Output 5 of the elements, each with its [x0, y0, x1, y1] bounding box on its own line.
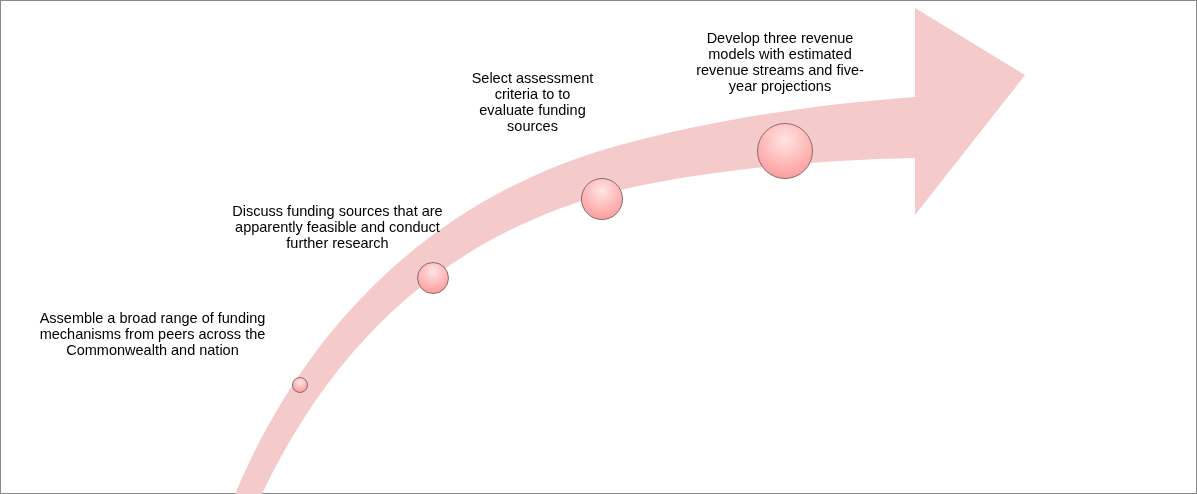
- step-description: Assemble a broad range of funding mechanisms from peers across the Commonwealth and nation: [38, 310, 267, 358]
- step-description: Discuss funding sources that are apparently feasible and conduct further research: [231, 203, 444, 251]
- step-description: Develop three revenue models with estimated revenue streams and five-year projections: [695, 30, 865, 94]
- step-circle: [581, 178, 623, 220]
- step-description: Select assessment criteria to to evaluate funding sources: [470, 70, 595, 134]
